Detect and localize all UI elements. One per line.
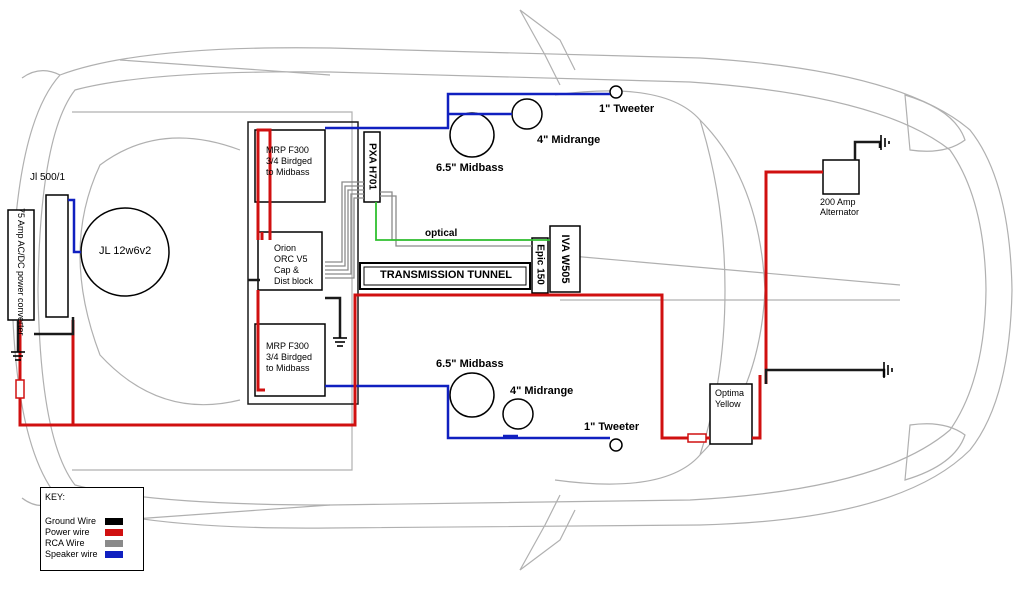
speaker-wires	[68, 92, 610, 440]
tweeter-top-label: 1" Tweeter	[599, 103, 655, 115]
midbass-top	[449, 112, 495, 158]
midrange-bottom	[502, 398, 534, 430]
key-swatch-ground	[105, 518, 123, 525]
amp-top-box	[254, 129, 326, 203]
epic-label: Epic 150	[534, 244, 546, 285]
key-swatch-rca	[105, 540, 123, 547]
iva-label: IVA W505	[559, 234, 571, 284]
key-swatch-speaker	[105, 551, 123, 558]
midrange-top-label: 4" Midrange	[537, 134, 601, 146]
orion-box	[257, 231, 323, 291]
rca-wires	[325, 181, 532, 279]
midrange-bottom-label: 4" Midrange	[510, 385, 574, 397]
tweeter-bottom-label: 1" Tweeter	[584, 421, 640, 433]
key-row-rca: RCA Wire	[45, 538, 141, 549]
key-swatch-power	[105, 529, 123, 536]
key-row-ground: Ground Wire	[45, 516, 141, 527]
jl-amp-label: Jl 500/1	[30, 172, 66, 183]
key-title: KEY:	[45, 492, 66, 502]
amp-rack	[247, 121, 359, 405]
converter-box	[7, 209, 35, 321]
optical-wire	[375, 202, 550, 241]
pxa-box	[363, 131, 381, 203]
iva-box	[549, 225, 581, 293]
optical-label: optical	[425, 228, 458, 239]
midbass-top-label: 6.5" Midbass	[436, 162, 504, 174]
alternator-box	[822, 159, 860, 195]
battery-box	[709, 383, 753, 445]
key-row-power: Power wire	[45, 527, 141, 538]
power-wires	[18, 128, 823, 440]
ground-symbols	[11, 135, 893, 378]
car-outline	[11, 9, 1013, 571]
subwoofer-label: JL 12w6v2	[99, 245, 152, 257]
pxa-label: PXA H701	[366, 143, 378, 190]
converter-label: 75 Amp AC/DC power converter	[16, 208, 26, 336]
key-row-speaker: Speaker wire	[45, 549, 141, 560]
midrange-top	[511, 98, 543, 130]
tweeter-top	[609, 85, 623, 99]
midbass-bottom	[449, 372, 495, 418]
midbass-bottom-label: 6.5" Midbass	[436, 358, 504, 370]
wire-key-legend: KEY: Ground Wire Power wire RCA Wire Spe…	[40, 487, 144, 571]
transmission-label: TRANSMISSION TUNNEL	[380, 269, 512, 281]
jl-amp-box	[45, 194, 69, 318]
epic-box	[531, 237, 549, 294]
tweeter-bottom	[609, 438, 623, 452]
amp-bottom-box	[254, 323, 326, 397]
